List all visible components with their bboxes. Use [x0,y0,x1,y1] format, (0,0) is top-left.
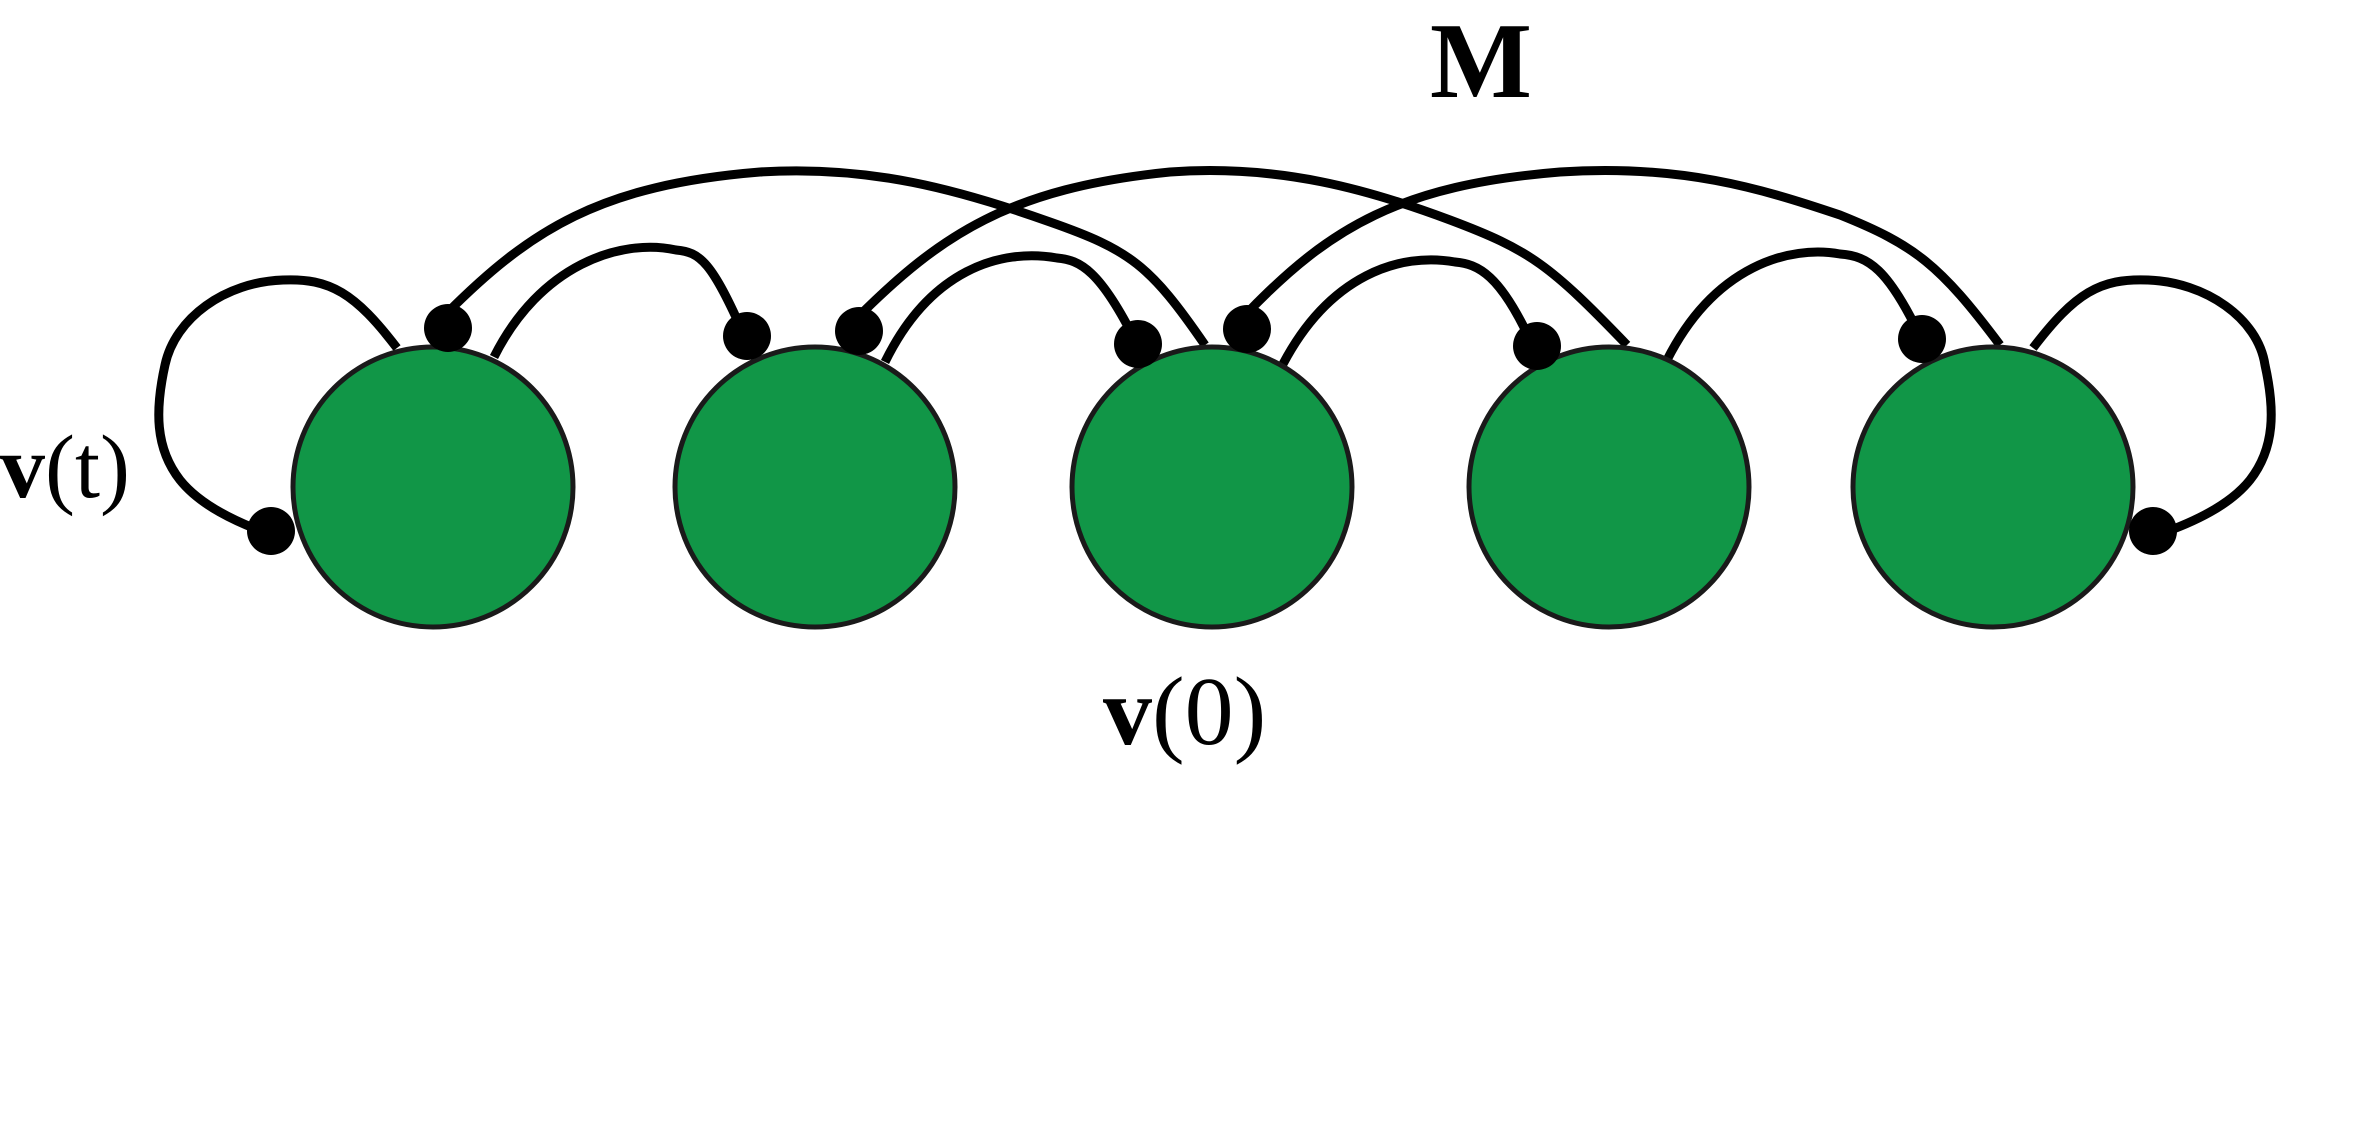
neuron-5 [1850,344,2136,630]
state-0-label: v(0) [1103,658,1266,766]
connection-4-to-5 [1662,247,1927,363]
connection-1-to-3 [443,166,1209,348]
connection-1-to-2 [489,242,749,360]
connection-2-to-4 [853,166,1631,349]
connection-2-to-3 [880,251,1141,364]
matrix-label: M [1430,2,1532,121]
endpoint-dot [1898,315,1946,363]
state-t-symbol: v [0,418,45,517]
neuron-3 [1069,344,1355,630]
connection-3-to-4 [1279,255,1537,367]
endpoint-dot [424,304,472,352]
neuron-4 [1466,344,1752,630]
state-0-symbol: v [1103,658,1152,766]
endpoint-dot [1223,305,1271,353]
endpoint-dot [1513,322,1561,370]
self-loops [154,275,2276,540]
neuron-1 [290,344,576,630]
endpoint-dot [2129,507,2177,555]
endpoint-dot [247,507,295,555]
self-loop-node-5 [2029,275,2276,540]
state-t-argument: (t) [45,418,130,517]
connection-3-to-5 [1246,165,2004,348]
state-0-argument: (0) [1152,658,1266,766]
self-loop-node-1 [154,275,401,540]
endpoint-dot [835,307,883,355]
state-t-label: v(t) [0,418,130,517]
neuron-2 [672,344,958,630]
short-connections [489,242,1927,367]
endpoint-dot [723,312,771,360]
long-connections [443,165,2004,349]
connection-endpoints [247,304,2177,555]
endpoint-dot [1114,320,1162,368]
neurons [290,344,2136,630]
